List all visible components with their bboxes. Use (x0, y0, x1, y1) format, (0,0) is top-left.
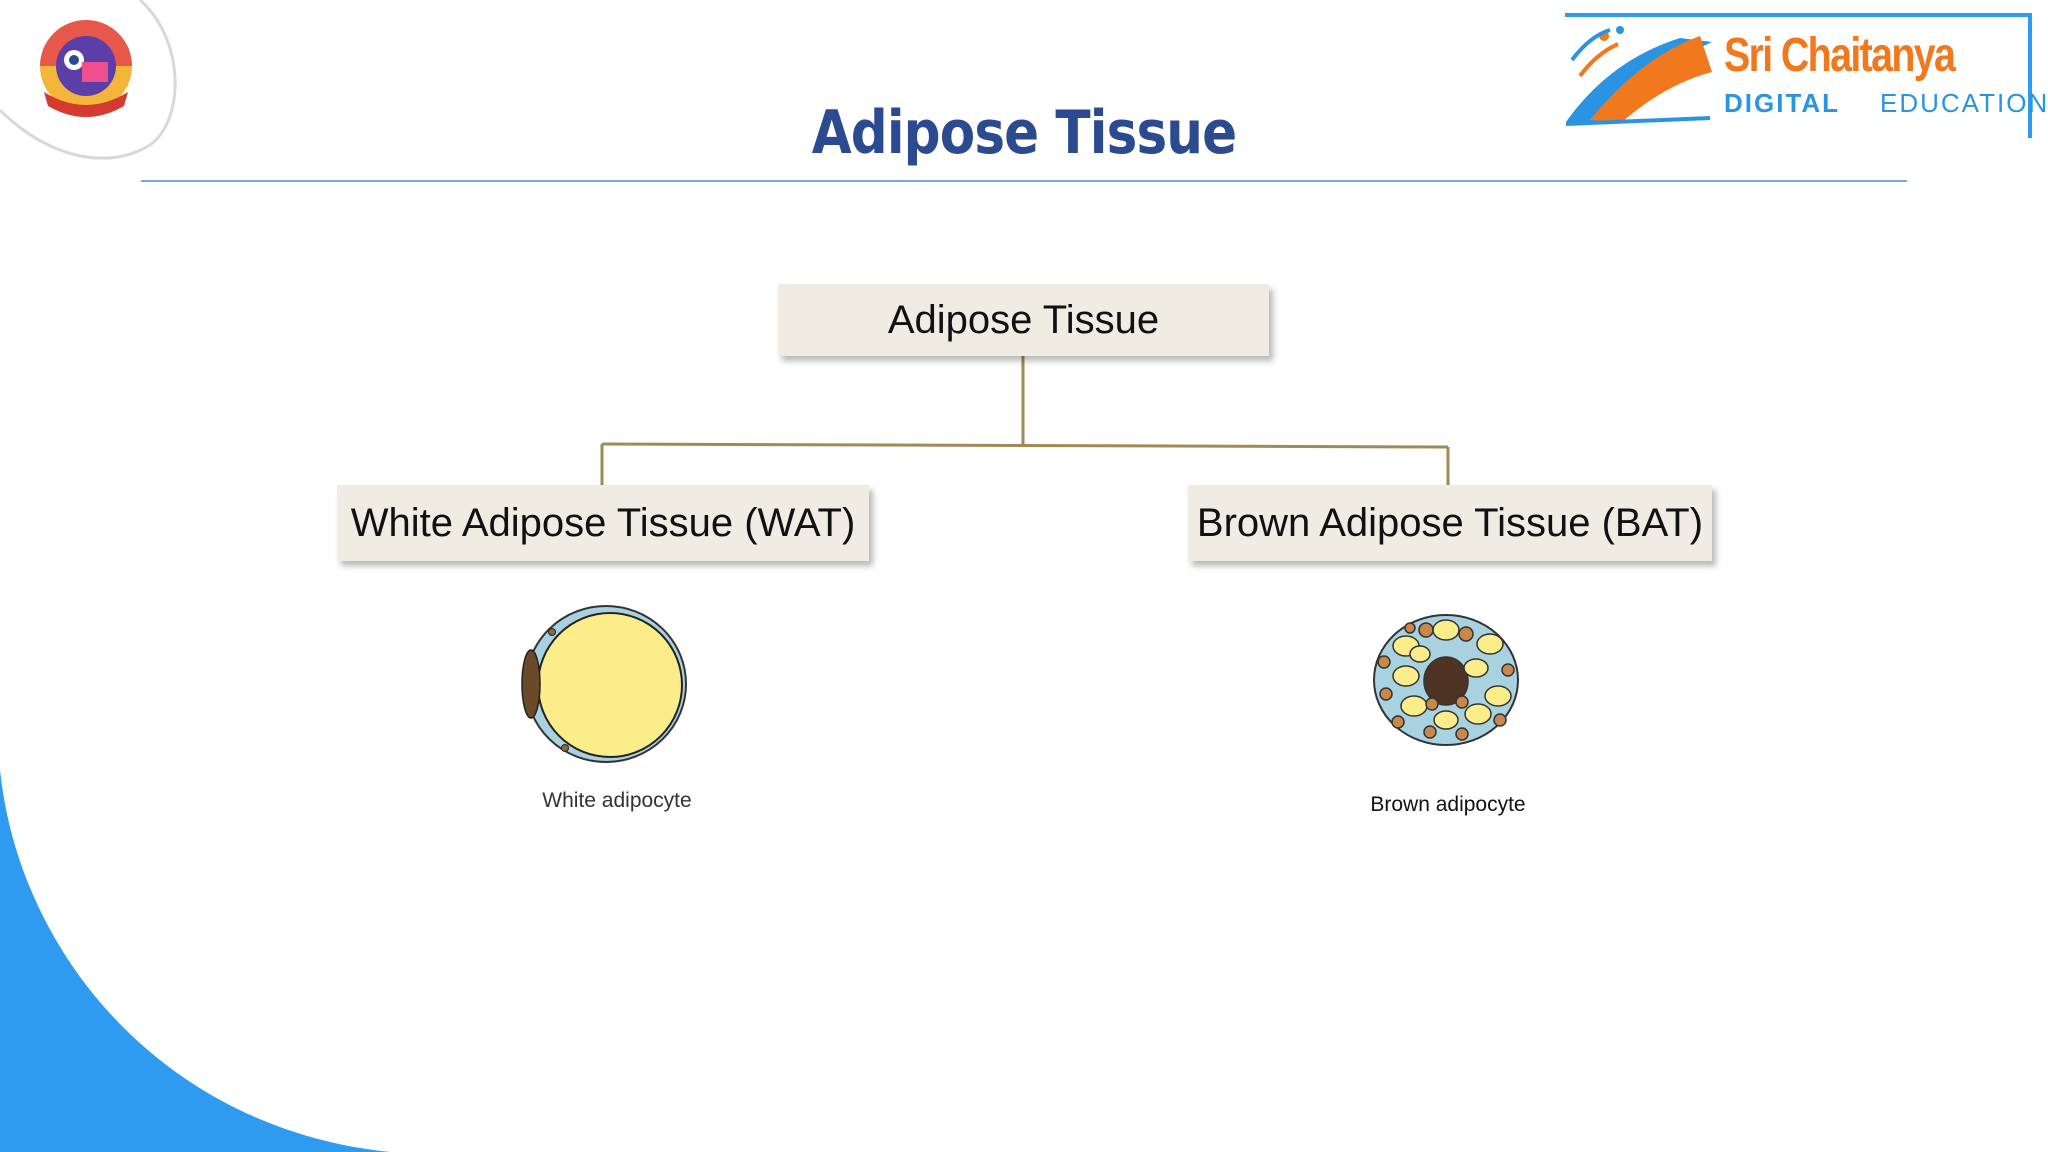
slide-title: Adipose Tissue (811, 98, 1237, 168)
caption-white-adipocyte: White adipocyte (542, 789, 692, 812)
brown-adipocyte-illustration (1373, 614, 1519, 746)
corner-wave-shape (0, 770, 390, 1152)
white-adipocyte-illustration (521, 605, 687, 763)
node-brown-adipose: Brown Adipose Tissue (BAT) (1188, 485, 1712, 561)
caption-brown-adipocyte: Brown adipocyte (1370, 793, 1526, 816)
node-white-adipose: White Adipose Tissue (WAT) (337, 485, 869, 561)
connector-horizontal (601, 442, 1449, 449)
tree-connectors (600, 356, 1450, 485)
brand-tagline-light: EDUCATION (1880, 88, 2048, 118)
title-underline (141, 180, 1907, 182)
brand-name: Sri Chaitanya (1724, 29, 1956, 82)
node-root: Adipose Tissue (778, 284, 1269, 356)
brand-tagline-bold: DIGITAL (1724, 88, 1841, 118)
brand-logo-mark (1565, 13, 2032, 138)
school-logo-badge (0, 0, 177, 160)
